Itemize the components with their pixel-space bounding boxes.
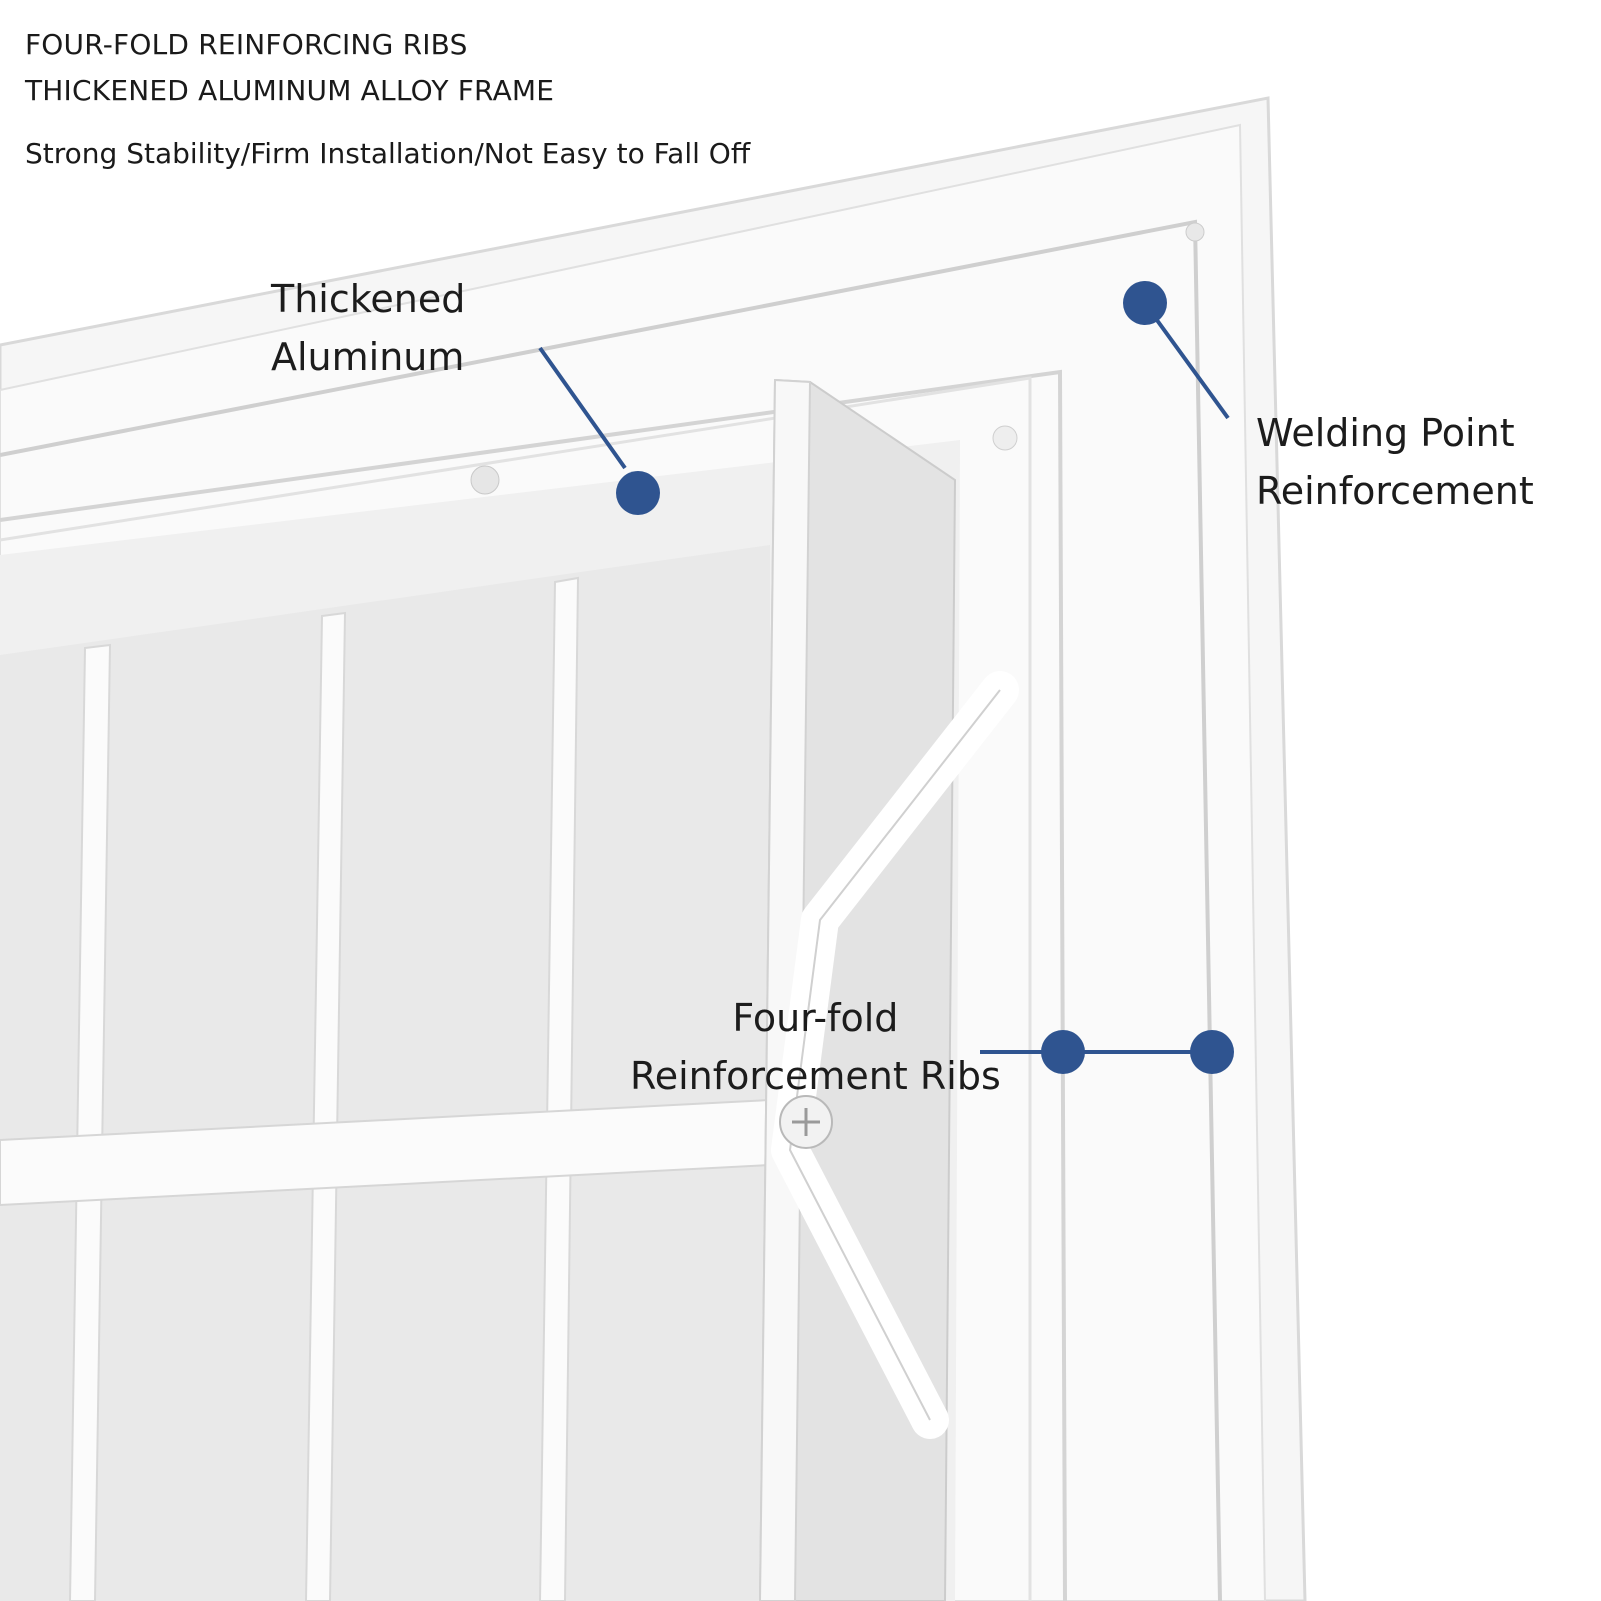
callout-marker-ribs-2 (1190, 1030, 1234, 1074)
frame-edge-line-3 (0, 376, 1032, 1601)
frame-edge-line-2 (0, 369, 1067, 1601)
callout-marker-ribs-1 (1041, 1030, 1085, 1074)
screw-slot (792, 1108, 820, 1136)
callout-ribs-line2: Reinforcement Ribs (630, 1054, 1001, 1098)
rivet (992, 425, 1018, 451)
rivet (1185, 222, 1205, 242)
callout-thickened-line2: Aluminum (271, 335, 465, 379)
callout-welding-point: Welding Point Reinforcement (1256, 404, 1534, 520)
callout-thickened-aluminum: Thickened Aluminum (271, 270, 465, 386)
callout-ribs-line1: Four-fold (732, 996, 899, 1040)
header-line-1: FOUR-FOLD REINFORCING RIBS (25, 28, 468, 61)
damper-plate-face (758, 378, 812, 1601)
frame-edge-line (0, 219, 1222, 1601)
callout-marker-welding (1123, 281, 1167, 325)
callout-marker-thickened (616, 471, 660, 515)
callout-welding-line2: Reinforcement (1256, 469, 1534, 513)
rivet (470, 465, 500, 495)
header-line-2: THICKENED ALUMINUM ALLOY FRAME (25, 74, 555, 107)
callout-thickened-line1: Thickened (271, 277, 466, 321)
header-line-3: Strong Stability/Firm Installation/Not E… (25, 137, 751, 170)
damper-lever-outline (789, 689, 1001, 1421)
louver-grid (0, 545, 770, 1601)
louver-bars (68, 576, 580, 1601)
callout-four-fold-ribs: Four-fold Reinforcement Ribs (630, 989, 1001, 1105)
callout-leader-thickened (538, 346, 627, 470)
callout-welding-line1: Welding Point (1256, 411, 1515, 455)
callout-leader-welding (1144, 303, 1230, 420)
